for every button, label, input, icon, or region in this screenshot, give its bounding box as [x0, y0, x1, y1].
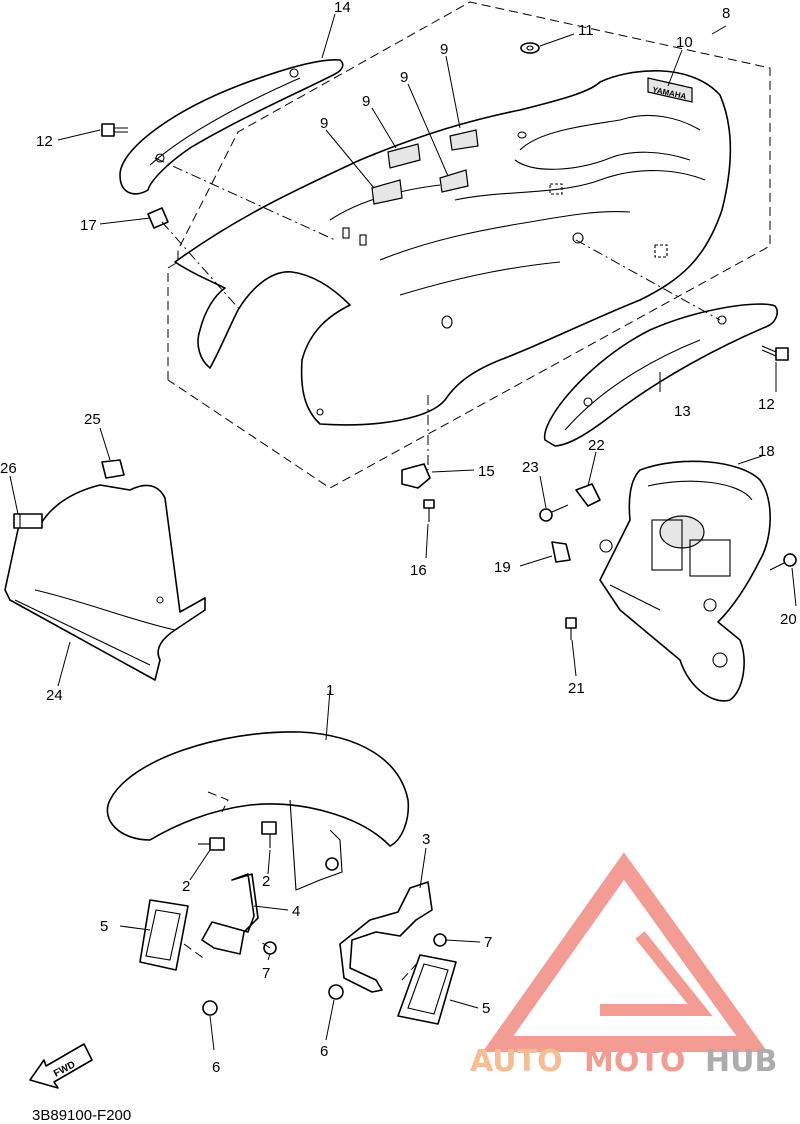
clip — [575, 483, 601, 507]
callout-5: 5 — [482, 1000, 490, 1017]
callout-23: 23 — [522, 459, 539, 476]
callout-17: 17 — [80, 217, 97, 234]
callout-10: 10 — [676, 34, 693, 51]
fender-stay — [339, 881, 433, 993]
front-fender-assembly — [106, 731, 457, 1025]
rear-flap — [4, 484, 206, 681]
damper-pad — [439, 169, 469, 193]
rear-fender-assembly: YAMAHA — [167, 1, 771, 489]
callout-6: 6 — [212, 1059, 220, 1076]
nut — [433, 933, 447, 947]
damper-pad — [371, 179, 403, 205]
callout-7: 7 — [484, 934, 492, 951]
fender-stay — [201, 873, 259, 955]
callout-1: 1 — [326, 682, 334, 699]
watermark-logo: AUTO MOTO HUB — [470, 852, 777, 1079]
callout-2: 2 — [182, 878, 190, 895]
reflector — [397, 954, 457, 1025]
screw — [769, 553, 797, 571]
callout-18: 18 — [758, 443, 775, 460]
watermark-text-hub: HUB — [705, 1044, 777, 1079]
callout-24: 24 — [46, 687, 63, 704]
bolt — [101, 123, 128, 137]
damper-pad — [449, 129, 479, 151]
callout-20: 20 — [780, 611, 797, 628]
front-fender — [106, 731, 410, 847]
washer — [520, 42, 540, 54]
watermark-text-auto: AUTO — [470, 1044, 563, 1079]
callout-9: 9 — [320, 115, 328, 132]
callout-15: 15 — [478, 463, 495, 480]
callout-14: 14 — [334, 0, 351, 16]
reflector — [139, 899, 189, 971]
nut — [328, 984, 344, 1000]
callout-6: 6 — [320, 1043, 328, 1060]
grab-bar-left — [119, 58, 344, 195]
callout-13: 13 — [674, 403, 691, 420]
rubber-cap — [101, 459, 125, 479]
callout-3: 3 — [422, 831, 430, 848]
watermark-text-moto: MOTO — [584, 1044, 685, 1079]
callout-7: 7 — [262, 965, 270, 982]
callout-11: 11 — [578, 22, 594, 39]
callout-2: 2 — [262, 873, 270, 890]
callout-21: 21 — [568, 680, 585, 697]
nut — [202, 1000, 218, 1016]
callout-9: 9 — [440, 41, 448, 58]
callout-26: 26 — [0, 460, 17, 477]
damper-pad — [387, 143, 421, 169]
watermark-triangle-icon — [482, 852, 768, 1052]
clip — [401, 463, 431, 489]
rear-fender — [174, 70, 732, 426]
callout-16: 16 — [410, 562, 427, 579]
callout-12: 12 — [36, 133, 53, 150]
callout-8: 8 — [722, 5, 730, 22]
callout-25: 25 — [84, 411, 101, 428]
grab-bar-right — [544, 303, 778, 447]
bolt — [261, 821, 277, 848]
tail-light-assembly — [599, 460, 771, 702]
nut-plate — [13, 513, 43, 529]
fwd-arrow-icon: FWD — [29, 1043, 93, 1089]
screw — [423, 499, 435, 522]
callout-12: 12 — [758, 396, 775, 413]
callout-4: 4 — [292, 903, 300, 920]
callout-19: 19 — [494, 559, 511, 576]
bracket-clip — [551, 541, 571, 563]
callout-9: 9 — [400, 69, 408, 86]
leader-lines — [9, 13, 797, 1051]
diagram-code: 3B89100-F200 — [32, 1107, 131, 1124]
bolt — [565, 617, 577, 640]
callout-5: 5 — [100, 918, 108, 935]
callout-9: 9 — [362, 93, 370, 110]
callout-22: 22 — [588, 437, 605, 454]
bolt — [198, 837, 225, 851]
bolt — [761, 345, 789, 361]
screw — [539, 504, 569, 522]
